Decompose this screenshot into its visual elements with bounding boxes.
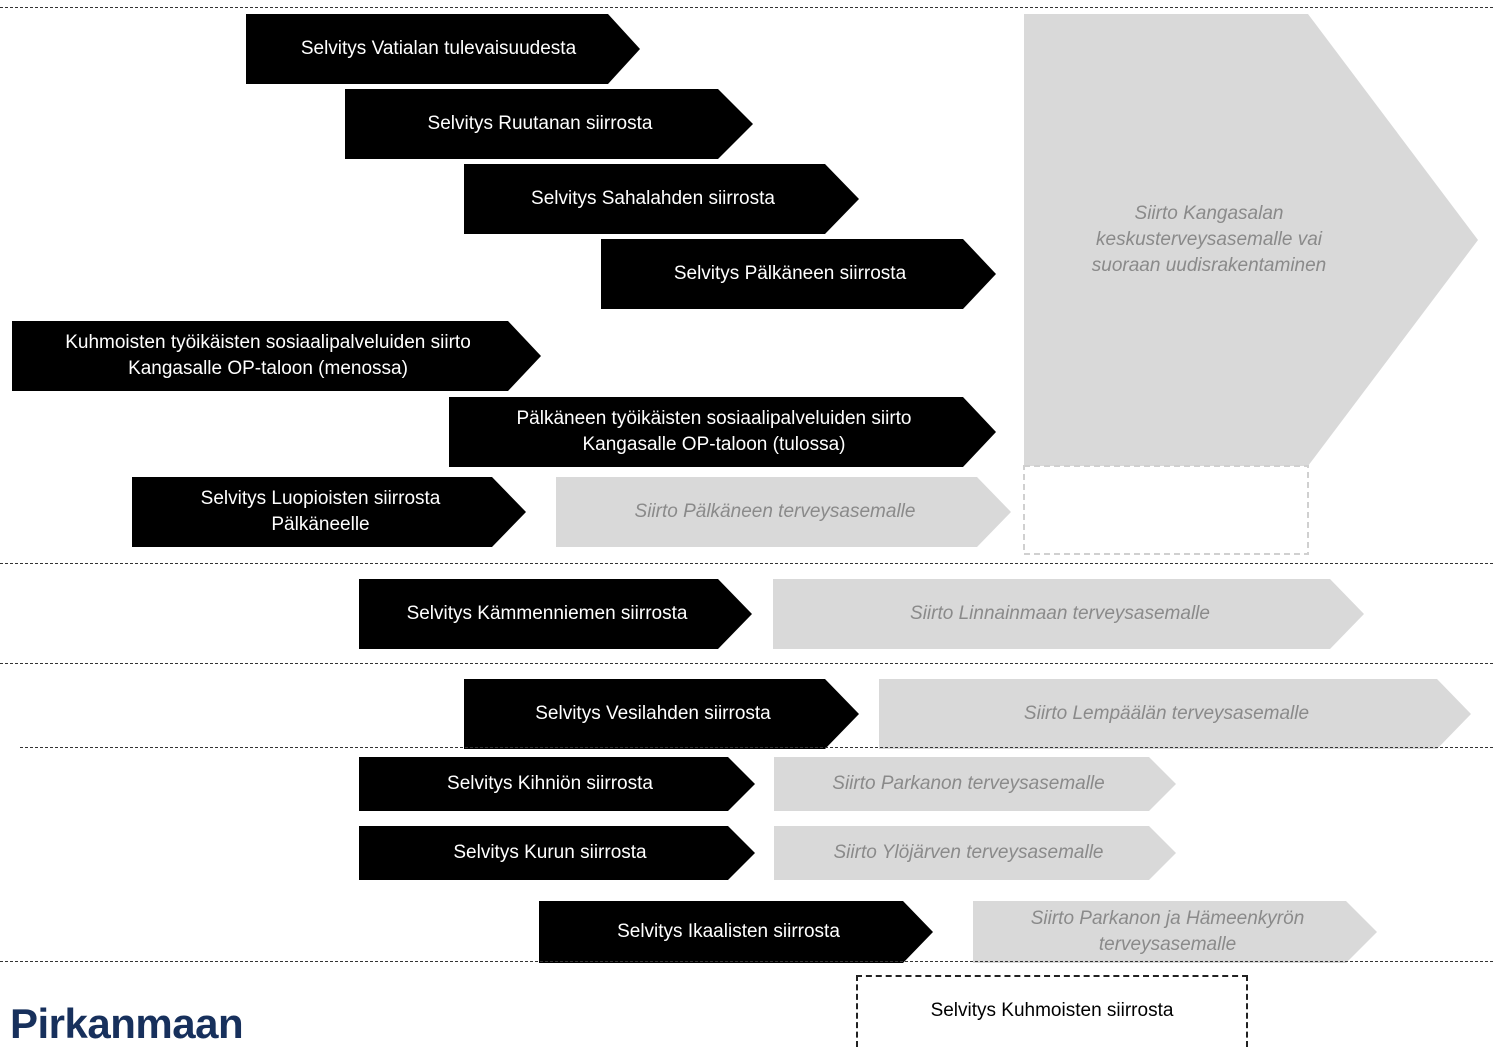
transfer-label-ylojarvi: Siirto Ylöjärven terveysasemalle: [833, 842, 1104, 863]
arrow-label-palkane-sos: Pälkäneen työikäisten sosiaalipalveluide…: [516, 408, 912, 455]
transfer-palkane-arrow: [556, 477, 1011, 547]
arrow-label-kuhmoinen-sos: Kuhmoisten työikäisten sosiaalipalveluid…: [65, 332, 471, 379]
arrow-luopioinen: [132, 477, 526, 547]
arrow-kihnio: [359, 757, 755, 811]
transfer-label-parkano: Siirto Parkanon terveysasemalle: [832, 773, 1105, 794]
arrow-vatiala: [246, 14, 640, 84]
arrow-palkane-sos: [449, 397, 996, 467]
separator-1: [0, 563, 1493, 564]
arrow-palkane: [601, 239, 996, 309]
arrow-label-vesilahti: Selvitys Vesilahden siirrosta: [535, 703, 771, 724]
arrow-label-ikaalinen: Selvitys Ikaalisten siirrosta: [617, 921, 840, 942]
transfer-linnainmaa-arrow: [773, 579, 1364, 649]
separator-2: [0, 663, 1493, 664]
arrow-label-luopioinen: Selvitys Luopioisten siirrosta Pälkäneel…: [200, 488, 441, 535]
big-transfer-dashed-extension: [1023, 465, 1309, 555]
arrow-sahalahti: [464, 164, 859, 234]
arrow-label-palkane: Selvitys Pälkäneen siirrosta: [673, 263, 907, 284]
transfer-parkano-hameenkyro-arrow: [973, 901, 1377, 963]
arrow-ruutana: [345, 89, 753, 159]
transfer-ylojarvi-arrow: [774, 826, 1176, 880]
arrow-label-kammenniemi: Selvitys Kämmenniemen siirrosta: [406, 603, 688, 624]
arrow-label-vatiala: Selvitys Vatialan tulevaisuudesta: [300, 38, 577, 59]
transfer-label-kangasala: Siirto Kangasalan keskusterveysasemalle …: [1091, 203, 1327, 276]
separator-3: [20, 747, 1493, 748]
arrow-kuhmoinen-sos: [12, 321, 541, 391]
arrow-label-kuru: Selvitys Kurun siirrosta: [453, 842, 647, 863]
separator-4: [0, 961, 1493, 962]
kuhmoinen-dashed-box: [856, 975, 1248, 1047]
separator-top: [0, 7, 1493, 8]
transfer-label-lempaala: Siirto Lempäälän terveysasemalle: [1023, 703, 1310, 724]
transfer-label-palkane: Siirto Pälkäneen terveysasemalle: [634, 501, 916, 522]
transfer-parkano-arrow: [774, 757, 1176, 811]
transfer-label-parkano-hameenkyro: Siirto Parkanon ja Hämeenkyrön terveysas…: [1030, 908, 1305, 955]
arrow-label-ruutana: Selvitys Ruutanan siirrosta: [427, 113, 653, 134]
arrow-vesilahti: [464, 679, 859, 749]
arrow-kuru: [359, 826, 755, 880]
pirkanmaan-logo: Pirkanmaan: [10, 1000, 244, 1047]
arrow-kammenniemi: [359, 579, 752, 649]
transfer-label-linnainmaa: Siirto Linnainmaan terveysasemalle: [910, 603, 1210, 624]
big-transfer-arrow: [1024, 14, 1478, 466]
arrow-label-sahalahti: Selvitys Sahalahden siirrosta: [531, 188, 775, 209]
transfer-lempaala-arrow: [879, 679, 1471, 749]
kuhmoinen-box-label: Selvitys Kuhmoisten siirrosta: [930, 1000, 1174, 1021]
arrow-ikaalinen: [539, 901, 933, 963]
arrow-label-kihnio: Selvitys Kihniön siirrosta: [447, 773, 653, 794]
